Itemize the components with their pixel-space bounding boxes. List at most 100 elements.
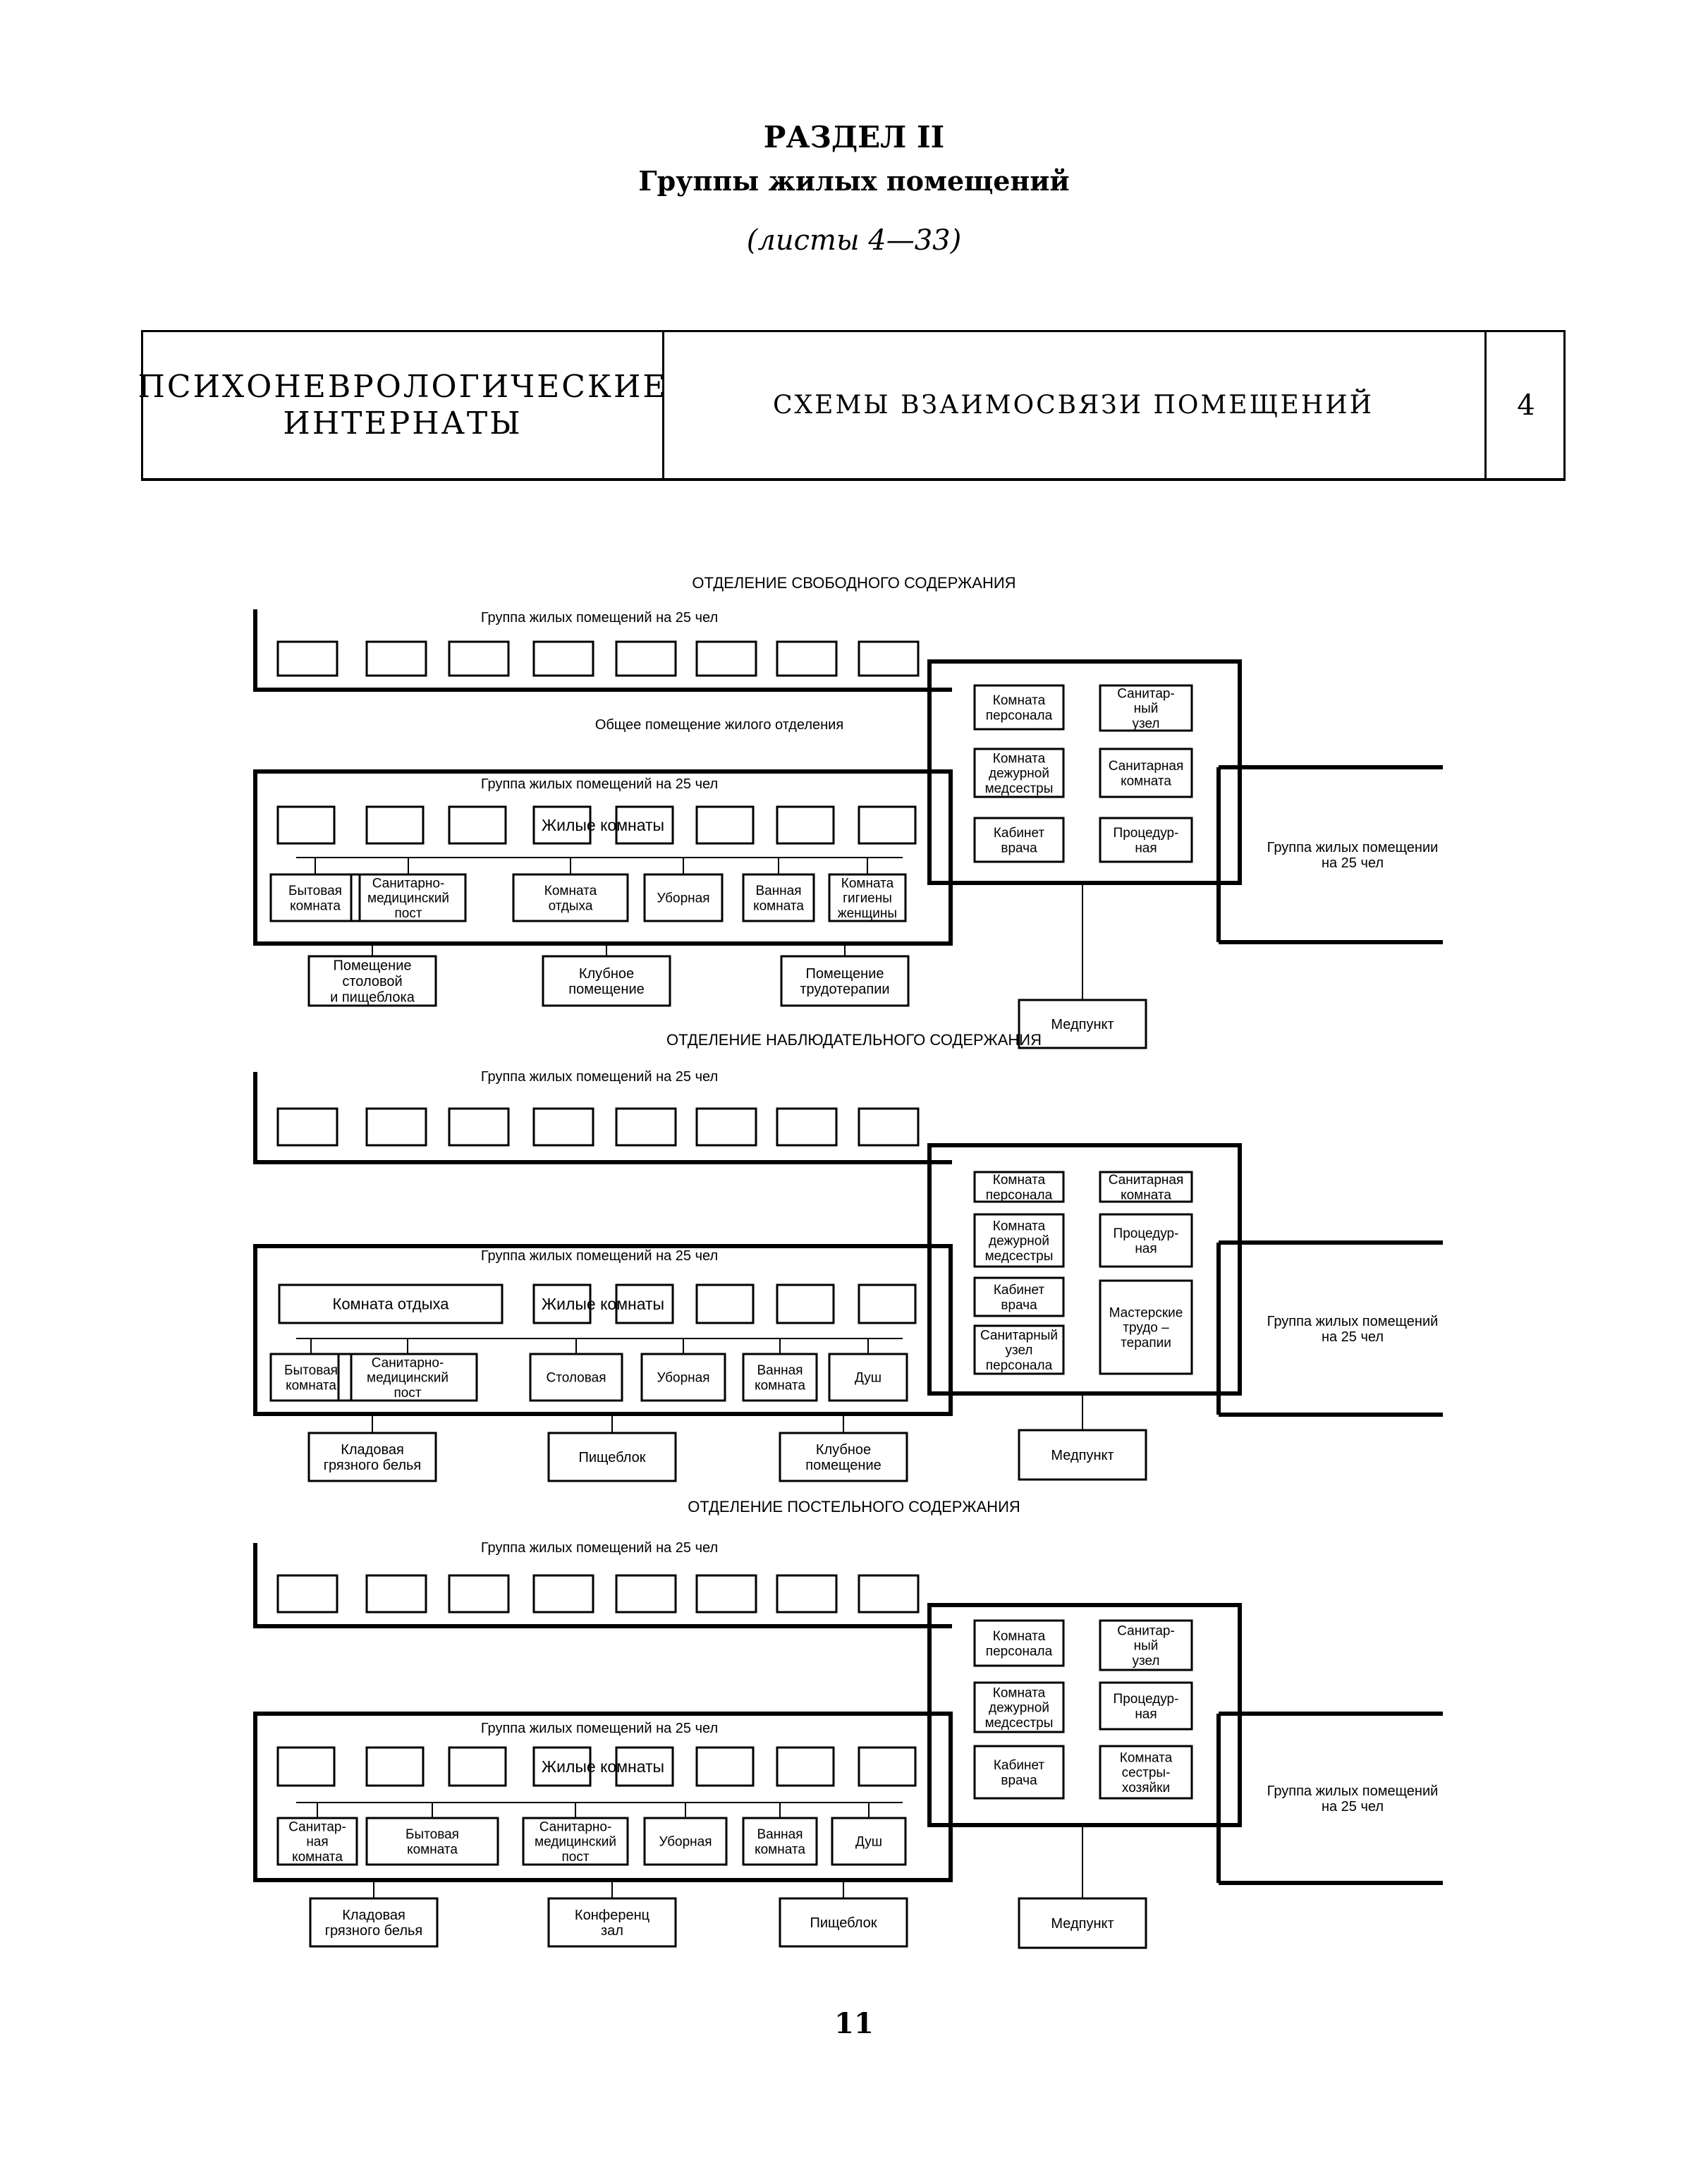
service-room-line: гигиены (843, 891, 892, 906)
medpost (1018, 1429, 1147, 1481)
service-room-line: пост (394, 1386, 421, 1401)
lower-living-room (615, 1283, 674, 1324)
section-heading: ОТДЕЛЕНИЕ НАБЛЮДАТЕЛЬНОГО СОДЕРЖАНИЯ (666, 1031, 1042, 1049)
staff-room-line: Кабинет (994, 1283, 1045, 1298)
bottom-room-line: Клубное (579, 966, 634, 982)
lower-living-room (532, 805, 592, 845)
living-rooms-label: Жилые комнаты (542, 816, 664, 834)
staff-room (1099, 1171, 1193, 1203)
bottom-room-line: Пищеблок (810, 1915, 877, 1931)
service-room-line: Санитарно- (539, 1819, 612, 1834)
service-room-line: комната (290, 898, 341, 913)
header-title-line1: ПСИХОНЕВРОЛОГИЧЕСКИЕ (138, 368, 668, 405)
service-room-line: Ванная (757, 1827, 803, 1842)
staff-core-box (927, 1603, 1242, 1827)
upper-group-label: Группа жилых помещений на 25 чел (481, 1069, 718, 1085)
staff-room (1099, 684, 1193, 732)
upper-living-room (776, 640, 838, 677)
staff-core-box (927, 659, 1242, 885)
service-room (529, 1353, 623, 1402)
common-room-label: Общее помещение жилого отделения (595, 717, 843, 733)
service-room-line: медицинский (535, 1835, 616, 1850)
staff-room-line: терапии (1121, 1336, 1171, 1350)
lower-living-room (365, 1746, 425, 1787)
staff-room-line: дежурной (989, 1701, 1049, 1716)
lower-living-room (532, 1283, 592, 1324)
right-group-label-line: на 25 чел (1322, 855, 1384, 871)
header-title-cell: ПСИХОНЕВРОЛОГИЧЕСКИЕ ИНТЕРНАТЫ (138, 332, 665, 478)
staff-room-line: врача (1001, 1298, 1037, 1312)
bottom-room (547, 1897, 677, 1948)
bottom-room-line: Помещение (805, 966, 884, 982)
staff-room-line: узел (1132, 1654, 1159, 1669)
staff-room (1099, 1745, 1193, 1800)
staff-room (1099, 817, 1193, 863)
staff-room-line: персонала (986, 1644, 1053, 1659)
staff-room-line: Процедур- (1114, 1692, 1179, 1707)
staff-room-line: врача (1001, 841, 1037, 855)
lower-group-box (253, 1712, 953, 1882)
staff-room-line: ный (1134, 702, 1159, 716)
staff-room (1099, 1213, 1193, 1268)
staff-room-line: Процедур- (1114, 1226, 1179, 1241)
upper-living-room (365, 640, 427, 677)
rest-room-line: Комната отдыха (333, 1295, 450, 1313)
service-room-line: Ванная (755, 884, 801, 898)
upper-living-room (276, 640, 338, 677)
service-room-line: комната (755, 1842, 805, 1857)
right-group-label-line: Группа жилых помещений (1267, 1783, 1439, 1799)
service-room (640, 1353, 726, 1402)
bottom-room (307, 955, 437, 1007)
living-rooms-label: Жилые комнаты (542, 1295, 664, 1313)
bottom-room (779, 1897, 908, 1948)
staff-room-line: персонала (986, 1358, 1053, 1373)
staff-room (973, 748, 1065, 798)
staff-room-line: персонала (986, 708, 1053, 723)
medpost (1018, 999, 1147, 1049)
staff-room-line: дежурной (989, 767, 1049, 781)
lower-living-room (695, 1283, 755, 1324)
staff-room-line: Санитарная (1109, 1173, 1184, 1188)
lower-living-room (448, 1746, 507, 1787)
bottom-room-line: помещение (568, 982, 645, 997)
staff-room-line: медсестры (985, 781, 1054, 796)
lower-living-room (858, 805, 917, 845)
staff-room (1099, 748, 1193, 798)
service-room-line: комната (292, 1850, 343, 1865)
staff-room-line: Комната (993, 1173, 1046, 1188)
staff-room (1099, 1681, 1193, 1731)
service-room-line: Комната (544, 884, 597, 898)
staff-room-line: Санитар- (1117, 686, 1175, 701)
service-room-line: Комната (841, 876, 894, 891)
service-room-line: комната (286, 1378, 336, 1393)
service-room (831, 1817, 907, 1866)
header-title-line2: ИНТЕРНАТЫ (283, 405, 523, 441)
section-heading: ОТДЕЛЕНИЕ СВОБОДНОГО СОДЕРЖАНИЯ (692, 574, 1015, 592)
upper-living-room (365, 1574, 427, 1614)
upper-group-label: Группа жилых помещений на 25 чел (481, 1540, 718, 1556)
upper-living-room (532, 1107, 594, 1147)
staff-room (973, 1213, 1065, 1268)
service-room (350, 873, 467, 922)
staff-room-line: медсестры (985, 1249, 1054, 1264)
staff-room-line: Комната (993, 1219, 1046, 1233)
lower-living-room (695, 805, 755, 845)
bottom-room-line: Помещение (333, 958, 411, 974)
staff-room-line: ная (1135, 841, 1157, 855)
service-room-line: Санитарно- (372, 1355, 444, 1370)
lower-living-room (858, 1283, 917, 1324)
staff-room (1099, 1619, 1193, 1671)
upper-living-room (276, 1107, 338, 1147)
service-room (365, 1817, 499, 1866)
staff-room (973, 1276, 1065, 1317)
staff-room-line: медсестры (985, 1716, 1054, 1731)
staff-core-box (927, 1143, 1242, 1396)
upper-living-room (776, 1107, 838, 1147)
lower-living-room (776, 1746, 835, 1787)
service-room (643, 873, 724, 922)
staff-room (973, 817, 1065, 863)
service-room-line: Ванная (757, 1363, 803, 1378)
upper-living-room (615, 1107, 677, 1147)
service-room-line: отдыха (549, 898, 593, 913)
service-room-line: Уборная (657, 891, 709, 906)
